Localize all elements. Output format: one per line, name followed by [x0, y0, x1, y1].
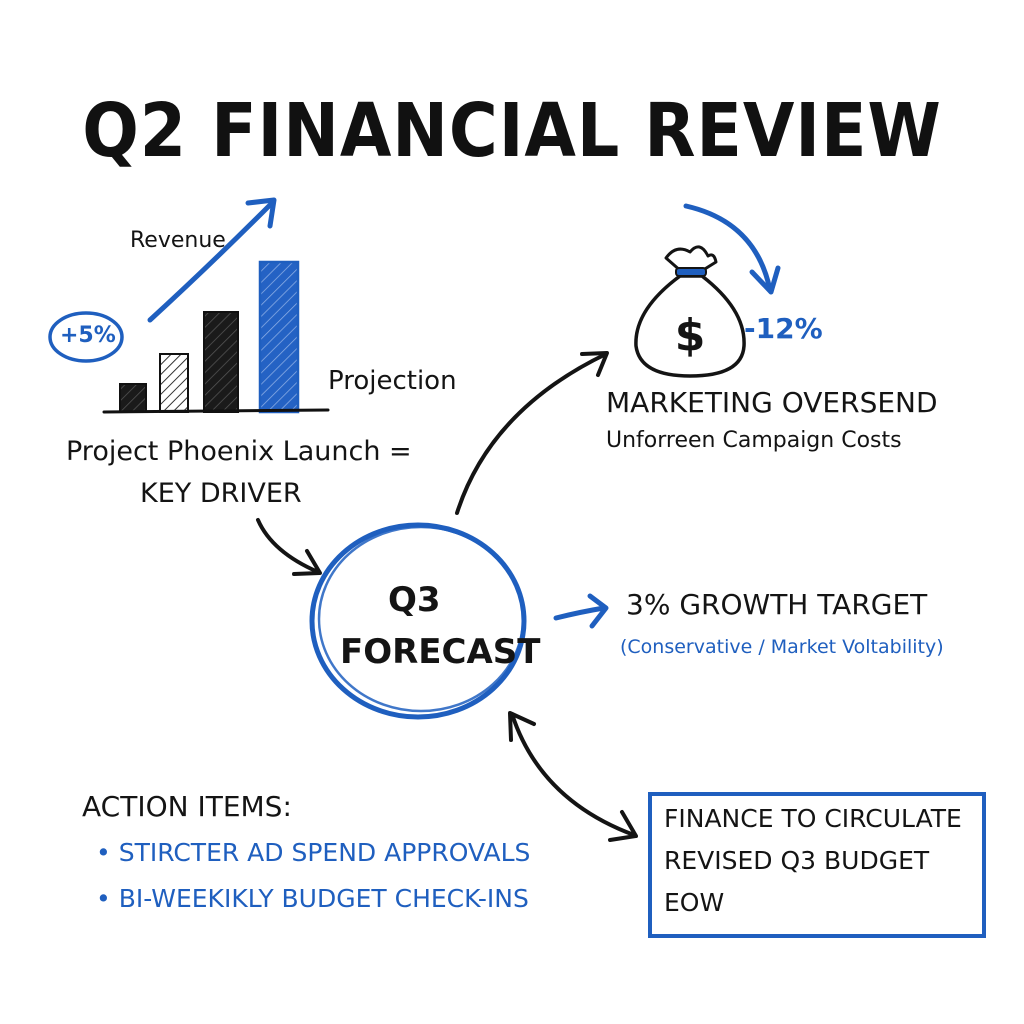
action-item: STIRCTER AD SPEND APPROVALS — [96, 838, 531, 867]
revenue-bar-chart — [102, 260, 330, 414]
finance-box-line2: REVISED Q3 BUDGET — [664, 846, 930, 875]
forecast-line2: FORECAST — [340, 632, 541, 672]
marketing-heading: MARKETING OVERSEND — [606, 386, 938, 419]
action-items-heading: ACTION ITEMS: — [82, 790, 292, 823]
driver-to-forecast-arrow — [256, 518, 322, 576]
projection-label: Projection — [328, 366, 457, 396]
bar-2 — [159, 353, 189, 413]
bar-projection — [258, 260, 300, 414]
finance-box-line1: FINANCE TO CIRCULATE — [664, 804, 962, 833]
growth-target-note: (Conservative / Market Voltability) — [620, 636, 944, 658]
bar-3 — [203, 311, 239, 413]
decrease-arrow — [683, 203, 781, 295]
key-driver-line1: Project Phoenix Launch = — [66, 436, 412, 467]
page-title: Q2 FINANCIAL REVIEW — [82, 88, 942, 174]
marketing-subheading: Unforreen Campaign Costs — [606, 428, 902, 453]
forecast-to-marketing-arrow — [455, 351, 609, 515]
forecast-line1: Q3 — [388, 580, 441, 620]
marketing-change: -12% — [744, 312, 823, 345]
revenue-trend-arrow — [147, 197, 277, 323]
svg-text:$: $ — [675, 310, 706, 361]
money-bag-icon: $ — [634, 245, 746, 378]
forecast-to-target-arrow — [553, 593, 609, 629]
forecast-finance-double-arrow — [508, 711, 638, 842]
finance-box-line3: EOW — [664, 888, 725, 917]
forecast-circle — [309, 522, 527, 720]
growth-badge: +5% — [60, 323, 116, 348]
chart-baseline — [102, 408, 330, 414]
growth-target-heading: 3% GROWTH TARGET — [626, 588, 928, 621]
key-driver-line2: KEY DRIVER — [140, 478, 302, 509]
finance-box-border — [648, 792, 986, 938]
action-item: BI-WEEKIKLY BUDGET CHECK-INS — [96, 884, 529, 913]
revenue-label: Revenue — [130, 228, 226, 253]
bar-1 — [119, 383, 147, 413]
growth-badge-circle — [48, 311, 124, 363]
